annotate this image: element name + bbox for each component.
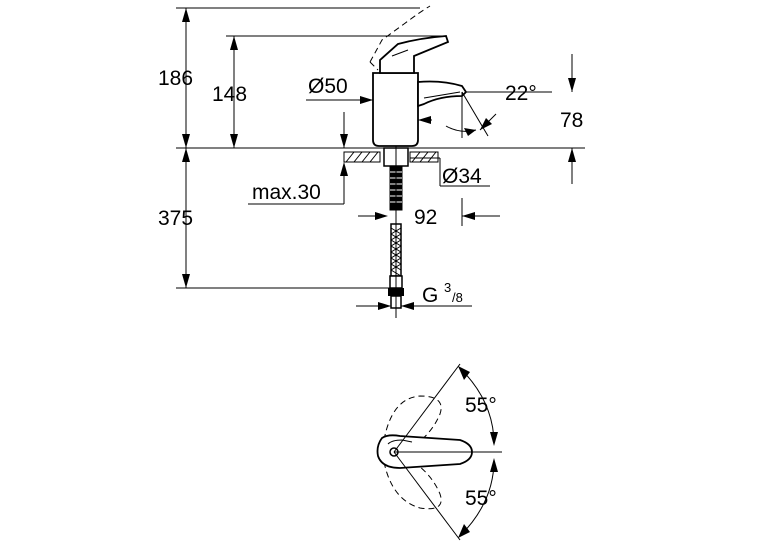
dimension-92 bbox=[358, 198, 500, 226]
dimension-label-148: 148 bbox=[212, 83, 247, 106]
dimension-label-78: 78 bbox=[560, 109, 583, 132]
faucet-lever bbox=[379, 35, 450, 74]
angle-arc-top-arrow-end bbox=[490, 432, 498, 446]
lever-top-view-detail bbox=[387, 439, 413, 445]
lever-rotated-down-outline bbox=[383, 455, 442, 510]
dimension-label-92: 92 bbox=[414, 206, 437, 229]
dimension-label-186: 186 bbox=[158, 67, 193, 90]
dimension-max-thickness bbox=[248, 112, 348, 205]
dimension-label-max-thickness: max.30 bbox=[252, 181, 321, 204]
dimension-186 bbox=[176, 7, 420, 148]
dimension-spout-angle bbox=[445, 91, 552, 138]
lever-raised-outline-base bbox=[369, 61, 379, 71]
angle-line-down bbox=[393, 451, 461, 541]
angle-line-up bbox=[393, 363, 461, 453]
dimension-label-375: 375 bbox=[158, 207, 193, 230]
spout-detail-line bbox=[423, 91, 461, 99]
dimension-label-thread-sub: /8 bbox=[452, 290, 463, 305]
angle-arc-bottom-arrow-start bbox=[490, 458, 498, 472]
counter-hatch-left bbox=[343, 151, 381, 163]
faucet-spout bbox=[417, 80, 468, 108]
lever-rotated-up-outline bbox=[383, 395, 442, 453]
top-view bbox=[376, 363, 502, 541]
dimension-label-thread: G bbox=[422, 284, 438, 307]
dimension-label-lever-angle-bottom: 55° bbox=[465, 487, 497, 510]
angle-arc-bottom-arrow-end bbox=[458, 524, 470, 538]
angle-arc-top-arrow-start bbox=[458, 366, 470, 380]
side-view: 186 148 Ø50 22° bbox=[158, 5, 585, 318]
dimension-375 bbox=[176, 148, 390, 289]
dimension-label-lever-angle-top: 55° bbox=[465, 394, 497, 417]
dimension-78 bbox=[568, 54, 576, 184]
dimension-148 bbox=[226, 35, 446, 148]
lever-raised-outline bbox=[369, 5, 431, 63]
dimension-label-body-diameter: Ø50 bbox=[308, 75, 348, 98]
dimension-label-hole-diameter: Ø34 bbox=[442, 165, 482, 188]
faucet-body bbox=[372, 72, 419, 147]
dimension-thread bbox=[356, 302, 472, 310]
dimension-hole-diameter bbox=[410, 157, 490, 187]
counter-hatch-right bbox=[409, 151, 439, 163]
dimension-label-thread-sup: 3 bbox=[444, 280, 451, 295]
dimension-body-diameter bbox=[306, 96, 432, 124]
dimension-label-spout-angle: 22° bbox=[505, 82, 537, 105]
lever-detail-line bbox=[391, 49, 409, 57]
